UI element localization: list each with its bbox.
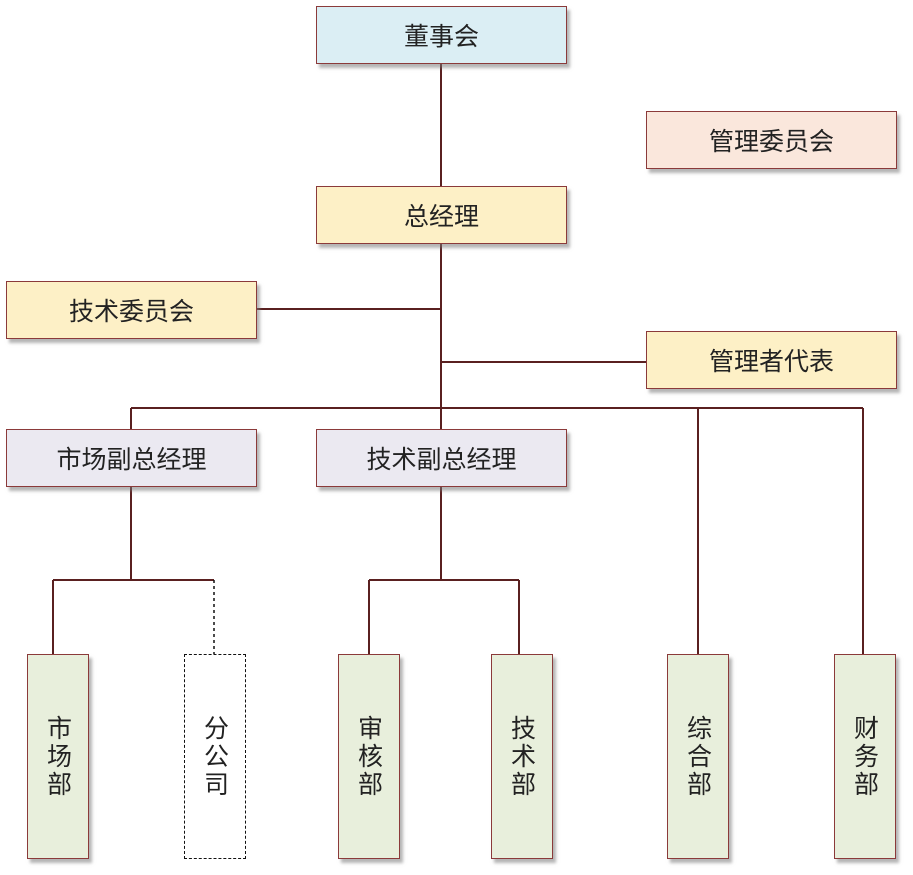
management-committee-label: 管理委员会 bbox=[708, 127, 834, 156]
tech-committee-label: 技术委员会 bbox=[68, 297, 194, 326]
market-vp-box: 市场副总经理 bbox=[6, 429, 257, 487]
market-dept-box: 市场部 bbox=[27, 654, 89, 859]
tech-vp-label: 技术副总经理 bbox=[366, 445, 517, 474]
branch-office-label: 分公司 bbox=[200, 714, 230, 799]
tech-committee-box: 技术委员会 bbox=[6, 281, 257, 339]
market-dept-label: 市场部 bbox=[43, 714, 73, 799]
management-representative-label: 管理者代表 bbox=[708, 347, 834, 376]
general-manager-box: 总经理 bbox=[316, 186, 567, 244]
tech-dept-box: 技术部 bbox=[491, 654, 553, 859]
market-vp-label: 市场副总经理 bbox=[56, 445, 207, 474]
audit-dept-label: 审核部 bbox=[354, 714, 384, 799]
board-label: 董事会 bbox=[403, 22, 479, 51]
tech-vp-box: 技术副总经理 bbox=[316, 429, 567, 487]
branch-office-box: 分公司 bbox=[184, 654, 246, 859]
board-box: 董事会 bbox=[316, 6, 567, 64]
management-representative-box: 管理者代表 bbox=[646, 331, 897, 389]
general-dept-box: 综合部 bbox=[667, 654, 729, 859]
finance-dept-box: 财务部 bbox=[834, 654, 896, 859]
management-committee-box: 管理委员会 bbox=[646, 111, 897, 169]
audit-dept-box: 审核部 bbox=[338, 654, 400, 859]
general-manager-label: 总经理 bbox=[403, 202, 479, 231]
finance-dept-label: 财务部 bbox=[850, 714, 880, 799]
tech-dept-label: 技术部 bbox=[507, 714, 537, 799]
general-dept-label: 综合部 bbox=[683, 714, 713, 799]
